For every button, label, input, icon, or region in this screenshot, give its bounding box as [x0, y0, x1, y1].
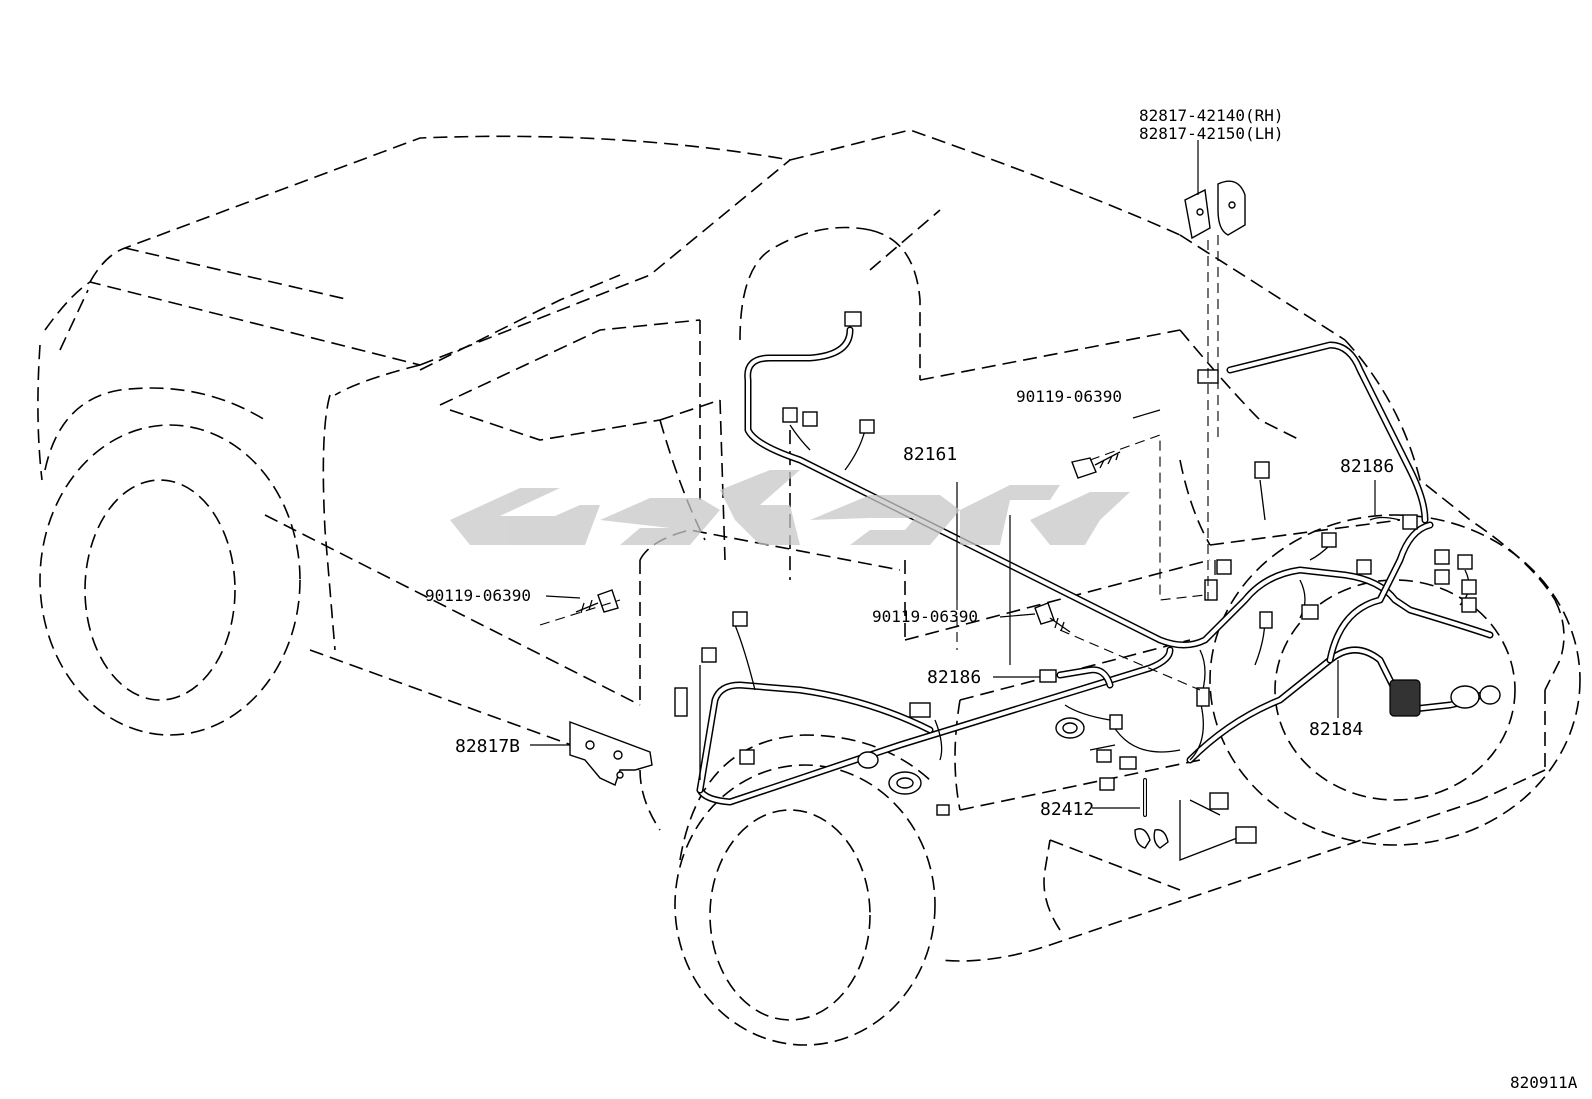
label-82161: 82161	[903, 444, 957, 465]
bolt-90119-mid	[1034, 602, 1071, 633]
bolt-90119-left	[575, 589, 619, 614]
label-90119-left: 90119-06390	[425, 586, 531, 605]
harness-floor	[696, 646, 1174, 806]
connectors	[674, 311, 1501, 844]
label-90119-mid: 90119-06390	[872, 607, 978, 626]
label-82817-lh: 82817-42150(LH)	[1139, 124, 1284, 143]
grommets	[857, 717, 1085, 795]
bracket-82817b	[569, 720, 653, 786]
branch-wires	[699, 424, 1470, 861]
leader-lines	[530, 140, 1376, 809]
harness-82186-mid	[1056, 666, 1114, 689]
label-82186-right: 82186	[1340, 456, 1394, 477]
bolt-90119-top	[1071, 451, 1121, 479]
label-82817b: 82817B	[455, 736, 520, 757]
label-82817-rh: 82817-42140(RH)	[1139, 106, 1284, 125]
label-90119-top: 90119-06390	[1016, 387, 1122, 406]
clip-82817-rh-lh	[1184, 180, 1246, 240]
label-82184: 82184	[1309, 719, 1363, 740]
front-wheel	[39, 387, 301, 736]
label-82186-mid: 82186	[927, 667, 981, 688]
bracket-82412	[1134, 828, 1169, 849]
part-labels: 82817-42140(RH) 82817-42150(LH) 90119-06…	[425, 106, 1578, 1092]
harness-82186-upper	[1226, 341, 1429, 524]
rear-wheel	[674, 734, 936, 1046]
watermark-logo	[450, 470, 1130, 545]
figure-code: 820911A	[1510, 1073, 1578, 1092]
label-82412: 82412	[1040, 799, 1094, 820]
harness-82161	[744, 326, 1494, 649]
spare-wheel	[1209, 514, 1581, 846]
